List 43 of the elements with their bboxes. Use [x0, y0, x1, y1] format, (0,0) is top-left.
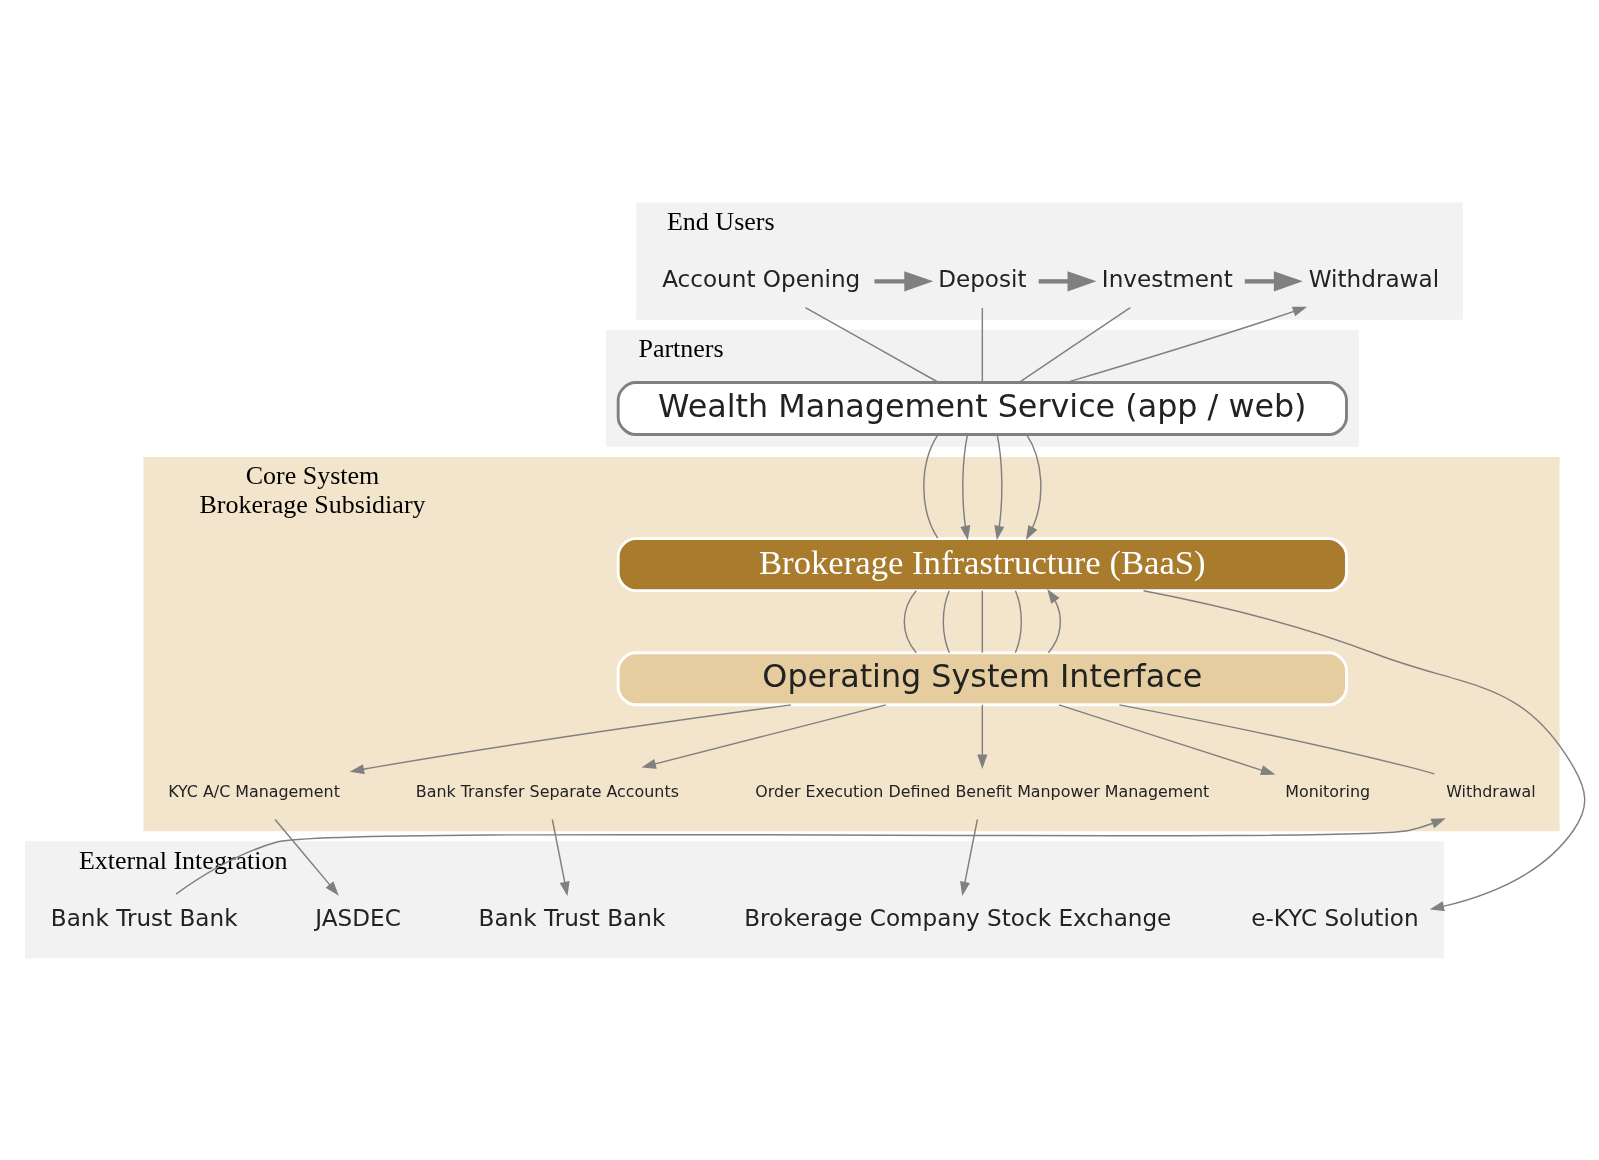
- arrow: [1244, 270, 1303, 291]
- connector: [804, 306, 940, 383]
- node-text: Deposit: [938, 265, 1027, 292]
- connector: [942, 589, 950, 653]
- arrow: [1025, 433, 1042, 540]
- node-text: Withdrawal: [1308, 265, 1440, 292]
- node-text: Bank Trust Bank: [50, 904, 238, 931]
- arrow: [175, 817, 1446, 895]
- connector: [1014, 589, 1023, 653]
- node-text: Monitoring: [1285, 781, 1371, 801]
- node-text: Brokerage Company Stock Exchange: [744, 904, 1172, 931]
- arrow: [874, 270, 934, 291]
- node-text: JASDEC: [315, 904, 401, 931]
- arrow: [1047, 588, 1062, 653]
- node-box: Operating System Interface: [616, 650, 1348, 706]
- arrow: [960, 433, 971, 540]
- arrow: [551, 818, 570, 896]
- node-text: KYC A/C Management: [168, 781, 340, 801]
- arrow: [1142, 589, 1586, 911]
- arrow: [960, 818, 979, 896]
- arrow: [641, 703, 887, 769]
- connector: [903, 589, 917, 653]
- arrow: [1058, 703, 1276, 775]
- node-box: Brokerage Infrastructure (BaaS): [616, 536, 1348, 592]
- connector: [923, 433, 939, 539]
- node-text: Bank Trust Bank: [478, 904, 666, 931]
- arrow: [994, 433, 1005, 540]
- connector: [1018, 306, 1132, 383]
- node-text: Bank Transfer Separate Accounts: [415, 781, 679, 801]
- node-box: Wealth Management Service (app / web): [616, 380, 1348, 436]
- arrow: [1066, 306, 1308, 383]
- connector: [981, 306, 984, 383]
- arrow: [274, 818, 339, 896]
- node-text: Order Execution Defined Benefit Manpower Management: [755, 781, 1210, 801]
- arrow: [977, 703, 988, 769]
- node-text: Withdrawal: [1446, 781, 1536, 801]
- node-text: Account Opening: [662, 265, 861, 292]
- node-text: e-KYC Solution: [1251, 904, 1419, 931]
- connector: [1118, 703, 1436, 775]
- node-text: Investment: [1101, 265, 1233, 292]
- arrow: [1038, 270, 1097, 291]
- connector: [981, 589, 984, 653]
- arrow: [349, 703, 792, 774]
